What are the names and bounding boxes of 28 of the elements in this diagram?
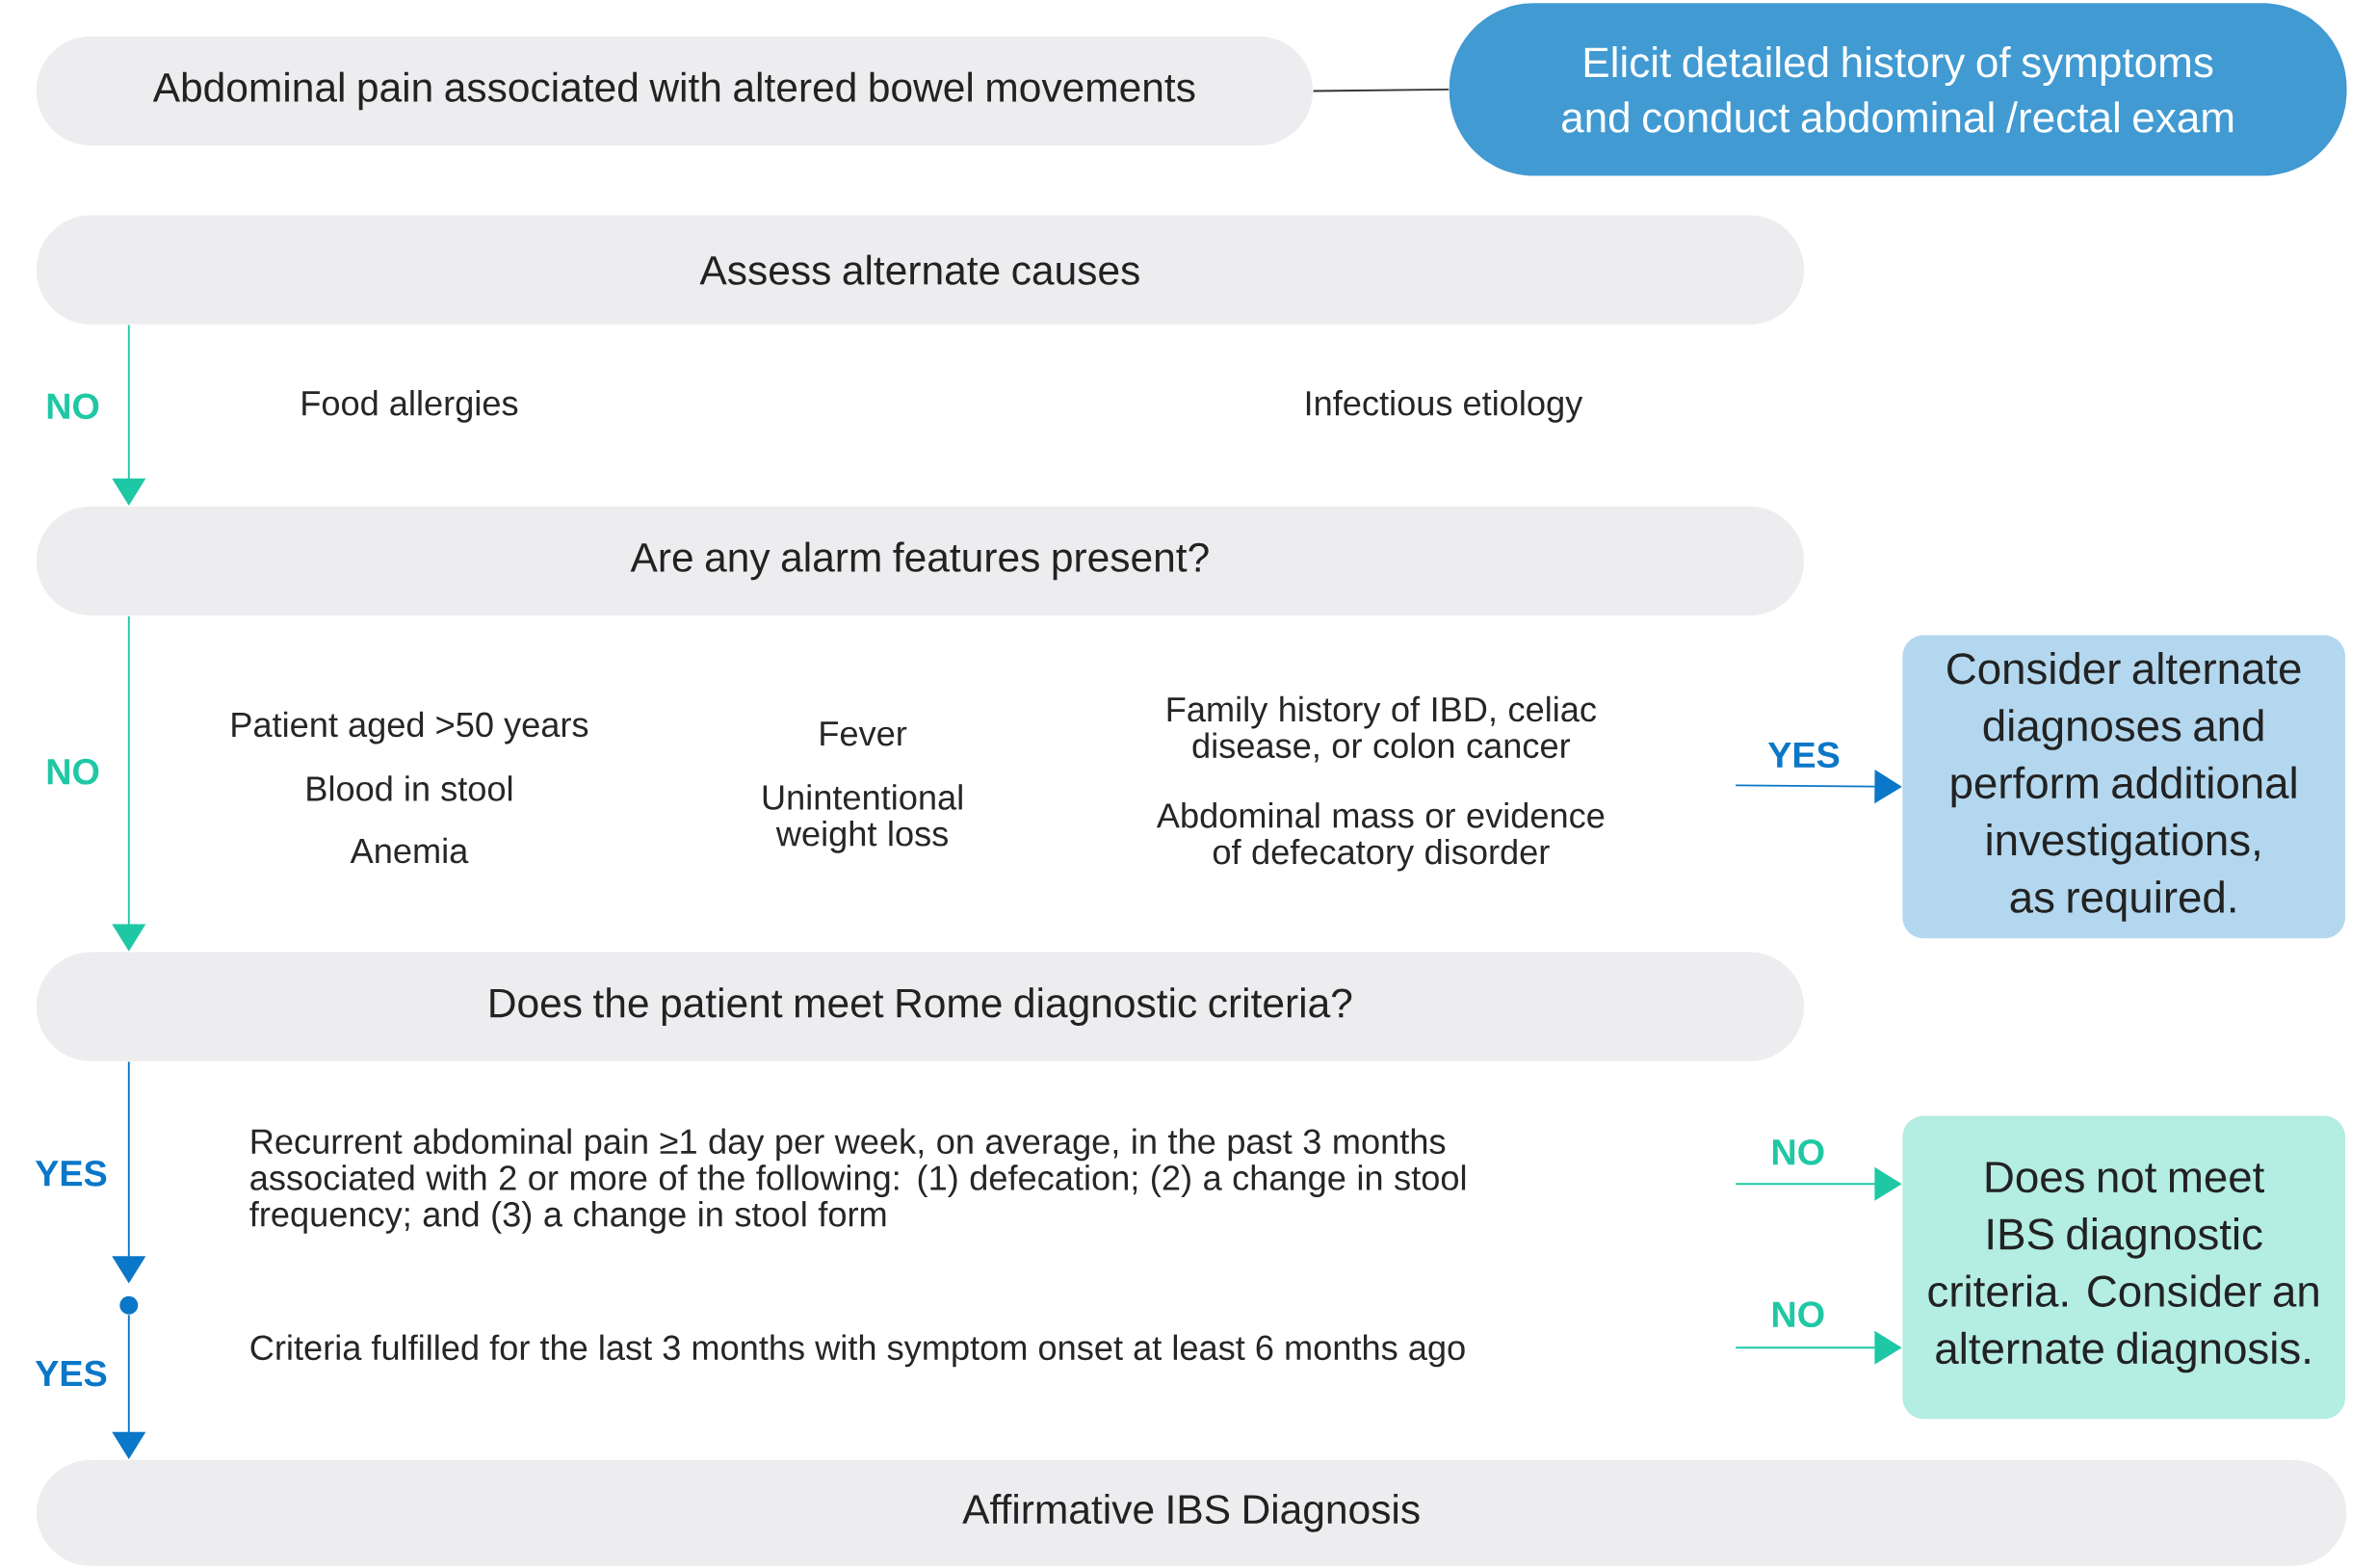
edge-label: NO bbox=[47, 393, 99, 420]
outcome-box: Does not meet IBS diagnostic criteria. Consider an alternate diagnosis. bbox=[1902, 1115, 2345, 1420]
feature-text: Blood in stool bbox=[307, 775, 512, 801]
feature-text: Anemia bbox=[350, 838, 469, 864]
criteria-text: Recurrent abdominal pain ≥1 day per week, on average, in the past 3 months associated with 2 or more of the following: (1) defecation; (2) a change in stool frequency; and (3) a change in stool form bbox=[249, 1128, 1466, 1235]
edge-label: YES bbox=[35, 1360, 107, 1387]
action-pill: Elicit detailed history of symptoms and conduct abdominal /rectal exam bbox=[1449, 3, 2347, 176]
edge-label: NO bbox=[1772, 1139, 1824, 1165]
edge-label: NO bbox=[47, 759, 99, 785]
result-pill: Affirmative IBS Diagnosis bbox=[36, 1460, 2347, 1567]
criteria-text: Criteria fulfilled for the last 3 months with symptom onset at least 6 months ago bbox=[250, 1334, 1465, 1368]
question-pill: Are any alarm features present? bbox=[36, 506, 1805, 616]
feature-text: Family history of IBD, celiac disease, or colon cancer bbox=[1167, 696, 1597, 763]
feature-text: Abdominal mass or evidence of defecatory disorder bbox=[1156, 802, 1605, 872]
feature-text: Unintentional weight loss bbox=[763, 784, 962, 853]
feature-text: Infectious etiology bbox=[1306, 390, 1583, 423]
step-pill: Assess alternate causes bbox=[36, 215, 1805, 326]
connector-line bbox=[1312, 89, 1450, 92]
outcome-box: Consider alternate diagnoses and perform additional investigations, as required. bbox=[1902, 635, 2345, 939]
edge-label: YES bbox=[1767, 742, 1840, 769]
feature-text: Food allergies bbox=[302, 390, 518, 423]
step-pill: Abdominal pain associated with altered bowel movements bbox=[36, 37, 1314, 146]
edge-label: NO bbox=[1772, 1301, 1824, 1328]
feature-text: Patient aged >50 years bbox=[232, 711, 588, 745]
junction-dot bbox=[119, 1296, 139, 1315]
edge-label: YES bbox=[35, 1161, 107, 1187]
feature-text: Fever bbox=[821, 721, 907, 746]
question-pill: Does the patient meet Rome diagnostic criteria? bbox=[36, 952, 1805, 1062]
